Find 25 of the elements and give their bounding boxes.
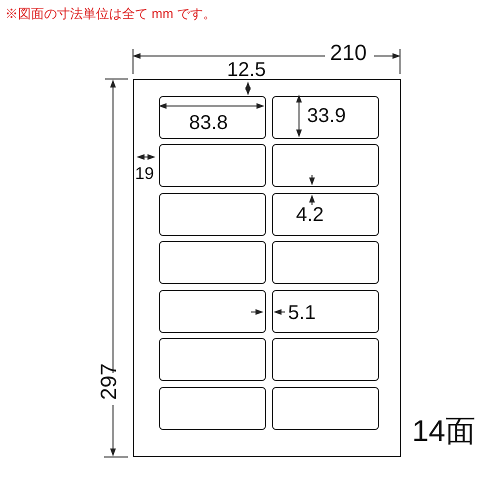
label-outline <box>159 387 266 430</box>
dimension-value: 83.8 <box>189 113 228 133</box>
sheet-outline <box>133 79 401 457</box>
label-outline <box>272 241 379 284</box>
label-outline <box>159 338 266 381</box>
label-outline <box>159 144 266 187</box>
dimension-value: 297 <box>98 363 120 400</box>
label-outline <box>272 290 379 333</box>
dimension-value: 33.9 <box>307 106 346 126</box>
dimension-value: 5.1 <box>288 303 316 323</box>
label-outline <box>272 338 379 381</box>
label-outline <box>159 193 266 236</box>
label-outline <box>159 96 266 139</box>
label-outline <box>272 144 379 187</box>
label-outline <box>159 290 266 333</box>
label-outline <box>272 193 379 236</box>
label-outline <box>272 387 379 430</box>
dimension-value: 19 <box>135 165 154 182</box>
dimension-value: 12.5 <box>227 60 266 80</box>
dimension-value: 210 <box>330 42 367 64</box>
label-outline <box>159 241 266 284</box>
sheet-count: 14面 <box>412 417 476 447</box>
dimension-value: 4.2 <box>296 205 324 225</box>
label-outline <box>272 96 379 139</box>
unit-note: ※図面の寸法単位は全て mm です。 <box>5 7 216 20</box>
